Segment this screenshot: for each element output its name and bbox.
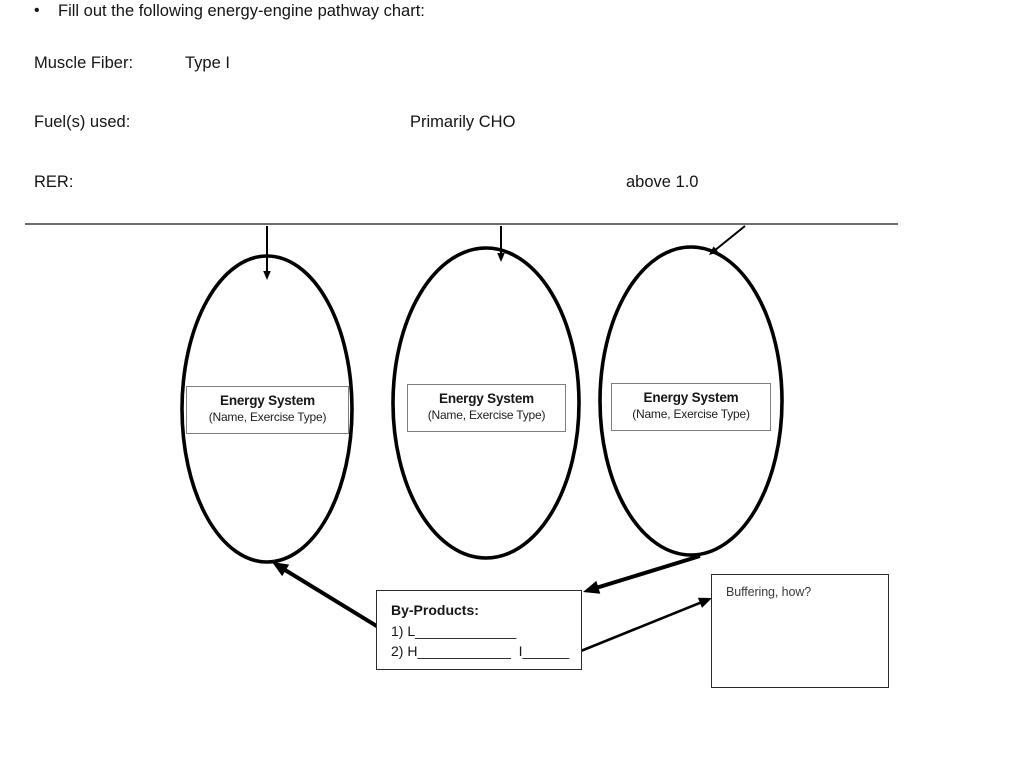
arrow-byproducts-to-buffering-shaft <box>565 600 704 659</box>
field-muscle-fiber-label: Muscle Fiber: <box>34 54 134 72</box>
field-rer-label: RER: <box>34 173 74 191</box>
energy-system-subtitle-2: (Name, Exercise Type) <box>427 408 546 422</box>
by-products-item-1: 1) L_____________ <box>391 623 517 639</box>
arrow-oval-3-to-byproducts-head <box>583 580 601 594</box>
energy-system-title-1: Energy System <box>220 393 315 408</box>
arrow-line-to-oval-1-head <box>263 271 271 280</box>
arrow-byproducts-to-buffering-head <box>697 597 712 608</box>
prompt-text: Fill out the following energy-engine pat… <box>58 2 425 20</box>
by-products-box: By-Products: 1) L_____________ 2) H_____… <box>376 590 582 670</box>
field-muscle-fiber-value: Type I <box>185 54 230 72</box>
energy-system-subtitle-1: (Name, Exercise Type) <box>208 410 327 424</box>
by-products-title: By-Products: <box>391 602 479 618</box>
buffering-prompt-text: Buffering, how? <box>726 585 812 599</box>
field-fuels-used-label: Fuel(s) used: <box>34 113 131 131</box>
bullet-glyph: • <box>34 2 40 19</box>
field-rer-value: above 1.0 <box>626 173 699 191</box>
energy-system-box-3: Energy System (Name, Exercise Type) <box>611 383 771 431</box>
energy-system-box-1: Energy System (Name, Exercise Type) <box>186 386 349 434</box>
arrow-oval-3-to-byproducts-shaft <box>594 554 701 591</box>
arrow-byproducts-to-oval-1-shaft <box>281 566 390 635</box>
arrow-line-to-oval-3-head <box>709 246 719 255</box>
field-fuels-used-value: Primarily CHO <box>410 113 516 131</box>
arrow-byproducts-to-oval-1-head <box>272 562 290 577</box>
energy-system-title-3: Energy System <box>643 390 739 405</box>
energy-system-title-2: Energy System <box>439 391 534 406</box>
arrow-line-to-oval-3-shaft <box>713 225 746 252</box>
by-products-item-2: 2) H____________ I______ <box>391 643 570 659</box>
energy-system-box-2: Energy System (Name, Exercise Type) <box>407 384 566 432</box>
prompt-bullet-line: • Fill out the following energy-engine p… <box>34 0 934 22</box>
arrow-line-to-oval-2-head <box>497 253 505 262</box>
buffering-box: Buffering, how? <box>711 574 889 688</box>
energy-system-subtitle-3: (Name, Exercise Type) <box>632 407 750 421</box>
